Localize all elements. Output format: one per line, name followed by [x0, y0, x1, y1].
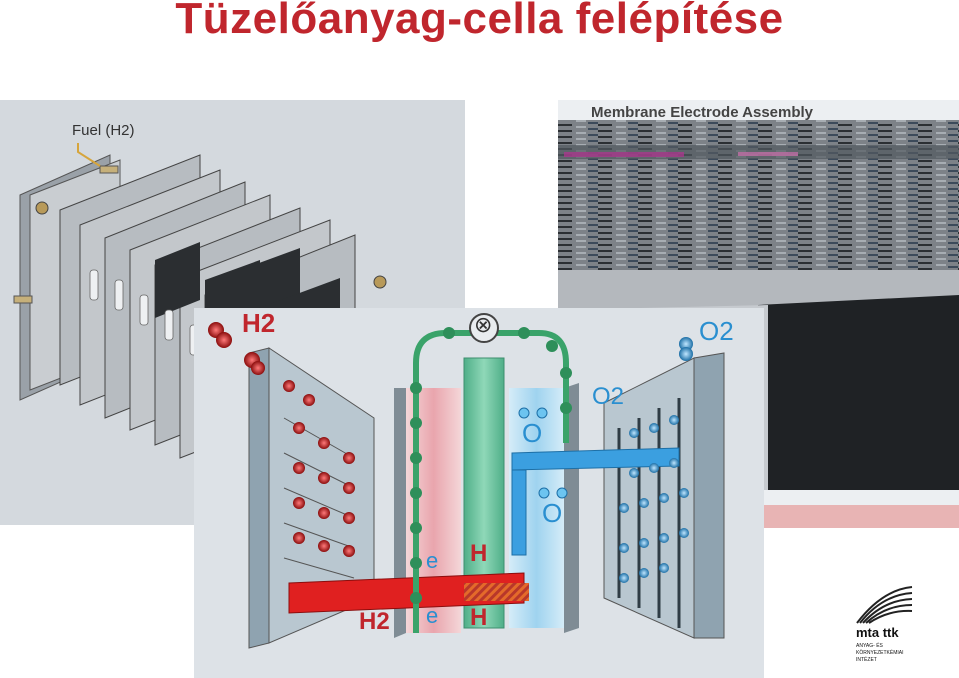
electron-label-1: e	[426, 548, 439, 573]
electron-label-2: e	[426, 603, 439, 628]
oxide-ion-label-2: O	[542, 498, 563, 528]
mea-layers-band	[558, 120, 959, 270]
cathode-current-collector	[511, 447, 680, 471]
fuel-label: Fuel (H2)	[72, 122, 135, 139]
o2-inlet-label: O2	[699, 316, 734, 346]
logo-sub-1: ANYAG- ÉS	[856, 643, 883, 649]
mta-ttk-logo: mta ttk ANYAG- ÉS KÖRNYEZETKÉMIAI INTÉZE…	[852, 585, 922, 665]
mea-label: Membrane Electrode Assembly	[591, 104, 814, 121]
h2-outlet-label: H2	[359, 608, 390, 635]
anode-plate	[248, 347, 375, 649]
oxide-ions	[518, 407, 568, 499]
proton-label-1: H	[470, 540, 488, 567]
load-x-icon: ⊗	[474, 312, 493, 337]
mea-dark-sheet	[758, 295, 959, 490]
logo-swoosh-icon	[856, 586, 913, 624]
proton-pad	[464, 583, 529, 601]
hydrogen-molecules	[208, 322, 355, 557]
load-symbol	[469, 313, 499, 343]
fuel-cell-schematic-drawing	[208, 313, 725, 649]
fuel-cell-schematic: H2 H2 O2 O2 O O e e H H ⊗	[194, 308, 764, 678]
oxide-ion-label-1: O	[522, 418, 543, 448]
h2-inlet-label: H2	[242, 308, 276, 338]
cathode-plate	[603, 352, 725, 639]
logo-sub-2: KÖRNYEZETKÉMIAI	[856, 650, 904, 656]
oxygen-molecules	[619, 337, 693, 583]
logo-name: mta ttk	[856, 625, 899, 640]
o2-reaction-label: O2	[592, 383, 625, 410]
page-title: Tüzelőanyag-cella felépítése	[175, 0, 784, 43]
electrons	[410, 327, 572, 604]
proton-label-2: H	[470, 604, 488, 631]
fuel-pointer-line	[77, 143, 101, 167]
logo-sub-3: INTÉZET	[856, 657, 877, 663]
